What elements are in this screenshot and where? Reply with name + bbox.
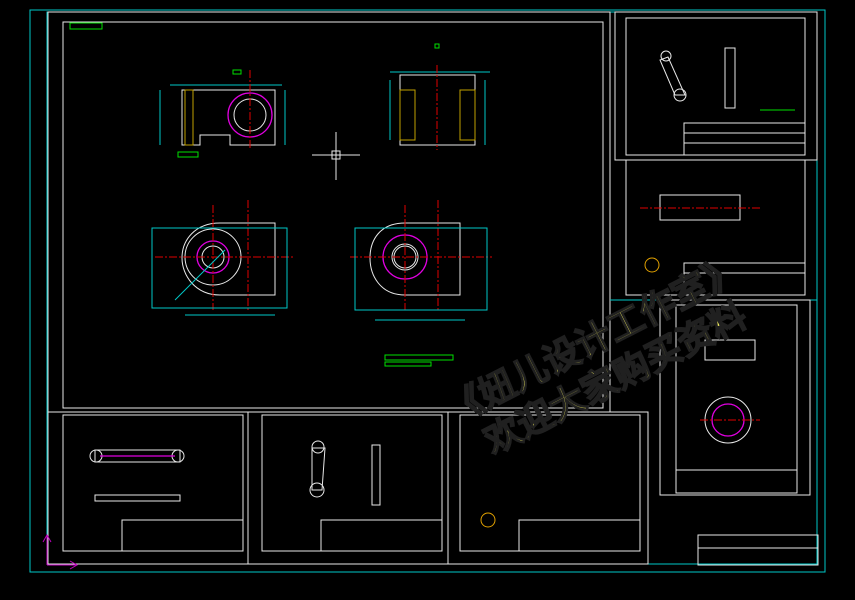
cursor-crosshair [312, 132, 360, 180]
right-sheet-3 [659, 299, 819, 566]
bottom-sheet-1 [47, 411, 249, 565]
top-view-part [159, 69, 286, 158]
right-sheet-2 [625, 159, 806, 296]
plan-view-left [151, 200, 295, 316]
section-view-part [389, 43, 490, 150]
ucs-icon [42, 533, 79, 570]
main-sheet-frame [62, 21, 604, 409]
plan-view-right [350, 200, 492, 367]
outer-frame [29, 9, 826, 573]
main-sheet-border [47, 11, 611, 413]
right-sheet-1 [614, 11, 818, 161]
bottom-sheet-2 [247, 411, 449, 565]
border-frame [46, 11, 818, 565]
bottom-sheet-3 [447, 411, 649, 565]
